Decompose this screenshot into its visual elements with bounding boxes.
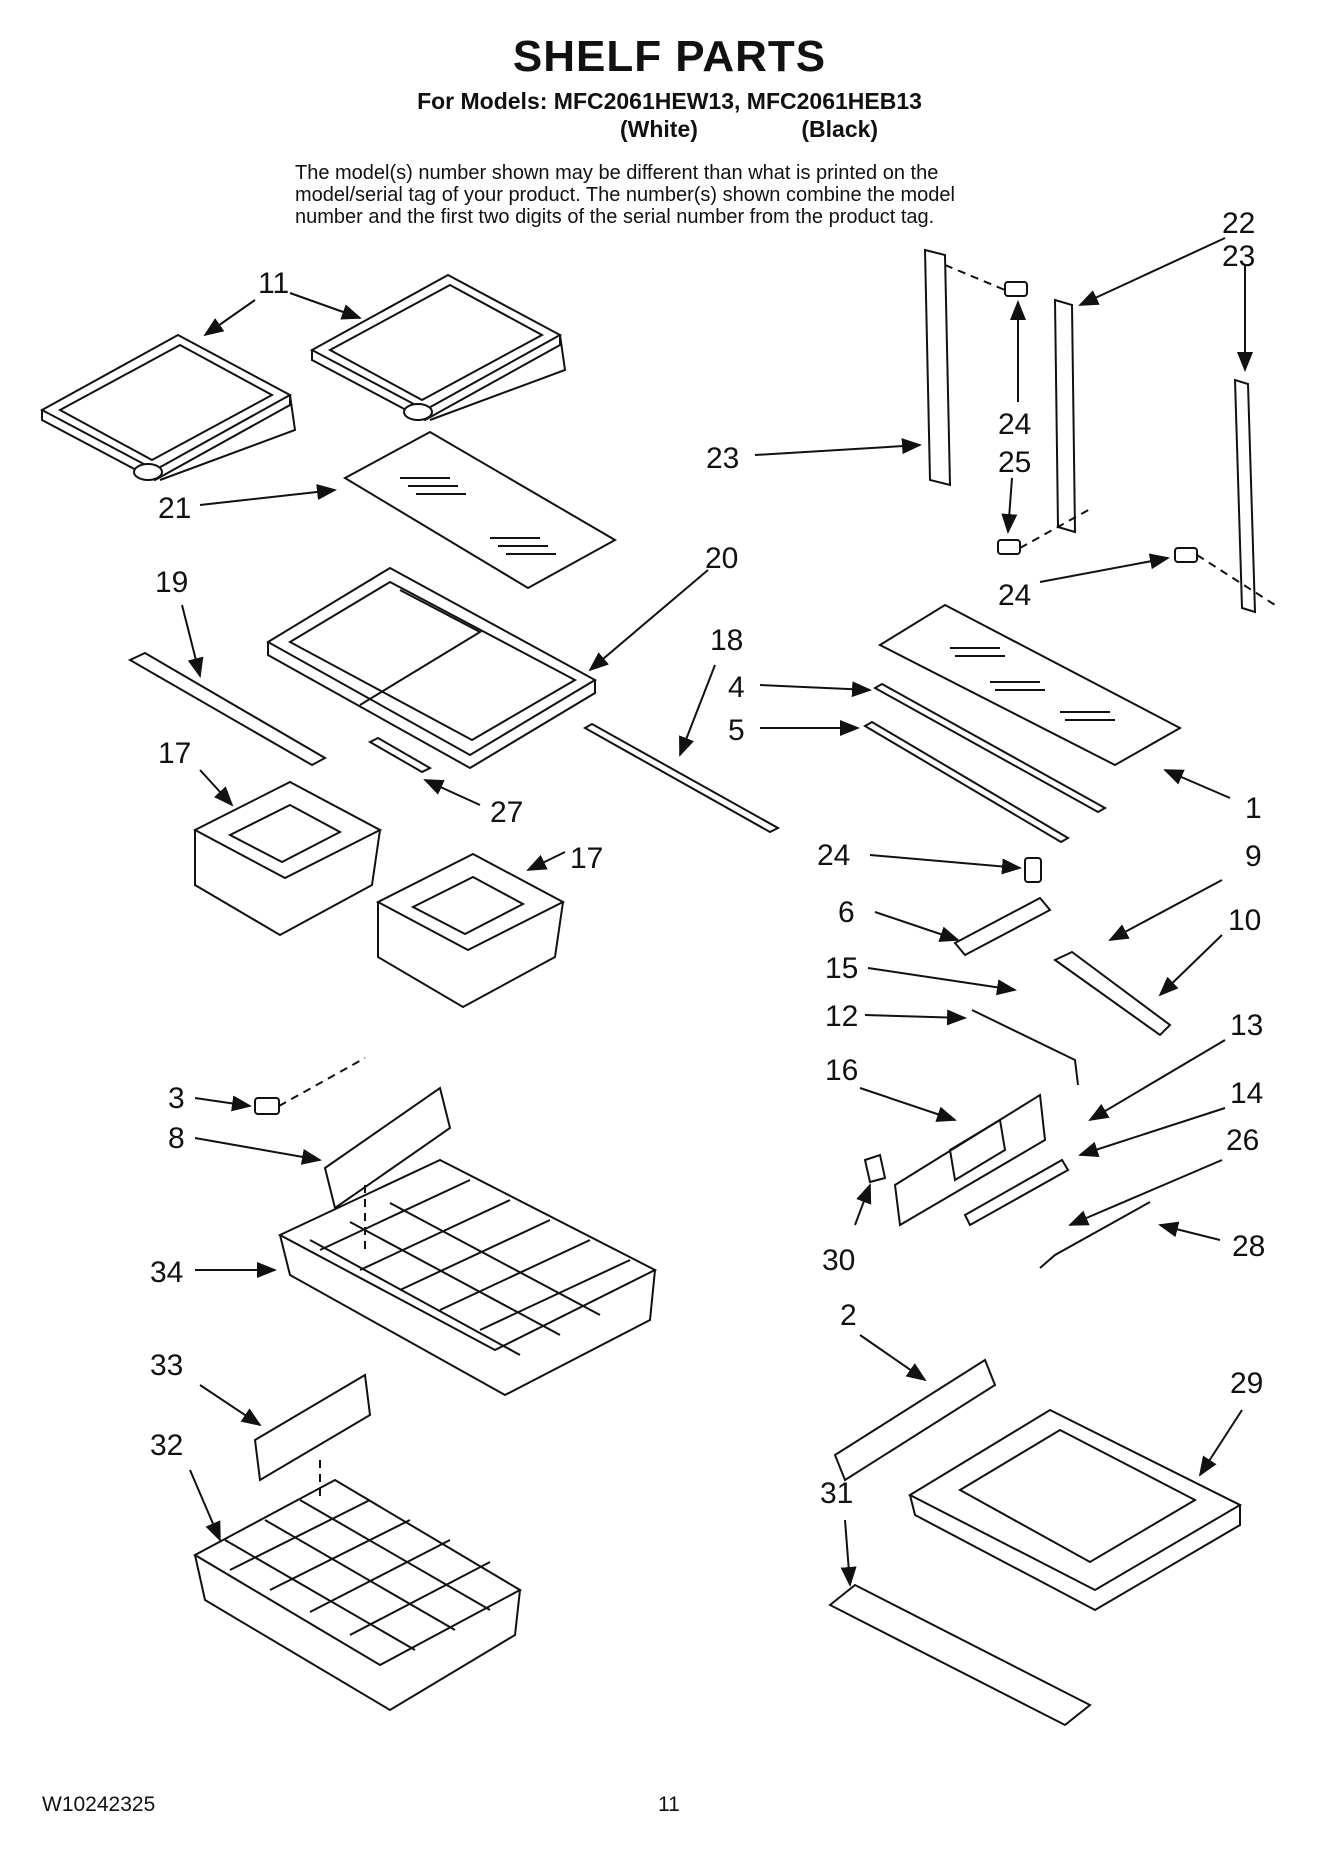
glass-shelf-lower (877, 603, 1183, 767)
callout-24-mid: 24 (817, 839, 850, 872)
callout-22: 22 (1222, 207, 1255, 240)
note-line-2: model/serial tag of your product. The nu… (295, 184, 955, 206)
divider-strip-19 (127, 651, 328, 767)
trim-4 (872, 682, 1108, 814)
strip-26 (963, 1158, 1070, 1227)
callout-3: 3 (168, 1082, 185, 1115)
callout-1: 1 (1245, 792, 1262, 825)
callout-23-right: 23 (1222, 240, 1255, 273)
trim-5 (863, 720, 1070, 844)
page-number: 11 (658, 1793, 680, 1816)
callout-12: 12 (825, 1000, 858, 1033)
wire-12 (971, 1009, 1079, 1086)
screw-24-top (1004, 281, 1028, 297)
callout-18: 18 (710, 624, 743, 657)
callout-33: 33 (150, 1349, 183, 1382)
rail-22 (1053, 298, 1077, 534)
callout-11: 11 (258, 267, 289, 300)
bracket-10 (1053, 950, 1172, 1037)
wire-basket-32 (192, 1478, 523, 1712)
callout-25: 25 (998, 446, 1031, 479)
callout-labels: 11 21 19 20 17 17 27 18 4 5 1 22 23 23 2… (150, 207, 1265, 1510)
crisper-drawer-right (375, 852, 566, 1009)
clip-30 (863, 1153, 887, 1184)
note-line-1: The model(s) number shown may be differe… (295, 162, 939, 184)
callout-26: 26 (1226, 1124, 1259, 1157)
screw-3 (254, 1097, 280, 1115)
note-line-3: number and the first two digits of the s… (295, 206, 935, 228)
callout-21: 21 (158, 492, 191, 525)
callout-19: 19 (155, 566, 188, 599)
clip-27 (367, 736, 433, 774)
model-number-note: The model(s) number shown may be differe… (295, 162, 1095, 228)
glass-shelf-upper (342, 430, 618, 590)
leader-lines (181, 237, 1253, 1587)
callout-24-top: 24 (998, 408, 1031, 441)
color-variants: (White) (Black) (620, 116, 878, 143)
callout-24-right: 24 (998, 579, 1031, 612)
shelf-frame-left (39, 333, 297, 482)
wire-basket-34 (277, 1158, 658, 1397)
screw-24-mid (1024, 857, 1042, 883)
callout-9: 9 (1245, 840, 1262, 873)
rail-23-left (923, 248, 952, 487)
callout-5: 5 (728, 714, 745, 747)
screw-25 (997, 539, 1021, 555)
callout-16: 16 (825, 1054, 858, 1087)
callout-20: 20 (705, 542, 738, 575)
rod-18 (582, 722, 781, 834)
screw-24-right (1174, 547, 1198, 563)
callout-13: 13 (1230, 1009, 1263, 1042)
callout-15: 15 (825, 952, 858, 985)
cable-28 (1039, 1201, 1151, 1269)
callout-17-left: 17 (158, 737, 191, 770)
crisper-cover-frame (266, 566, 598, 770)
bracket-6 (953, 896, 1052, 957)
callout-31: 31 (820, 1477, 853, 1510)
callout-2: 2 (840, 1299, 857, 1332)
callout-10: 10 (1228, 904, 1261, 937)
callout-8: 8 (168, 1122, 185, 1155)
callout-17-right: 17 (570, 842, 603, 875)
page-title: SHELF PARTS (512, 32, 827, 81)
callout-6: 6 (838, 896, 855, 929)
model-numbers: For Models: MFC2061HEW13, MFC2061HEB13 (417, 88, 922, 114)
callout-27: 27 (490, 796, 523, 829)
rail-23-right (1233, 378, 1257, 614)
callout-34: 34 (150, 1256, 183, 1289)
callout-32: 32 (150, 1429, 183, 1462)
divider-33 (253, 1373, 372, 1482)
assembly-lines (278, 264, 1276, 1500)
shelf-frame-right (309, 273, 567, 422)
document-number: W10242325 (42, 1793, 156, 1816)
variant-white: (White) (620, 116, 698, 142)
handle-2 (833, 1358, 997, 1482)
callout-14: 14 (1230, 1077, 1263, 1110)
housing-16 (893, 1093, 1047, 1227)
crisper-drawer-left (192, 780, 383, 937)
callout-23-left: 23 (706, 442, 739, 475)
callout-30: 30 (822, 1244, 855, 1277)
callout-28: 28 (1232, 1230, 1265, 1263)
callout-29: 29 (1230, 1367, 1263, 1400)
variant-black: (Black) (801, 116, 879, 142)
callout-4: 4 (728, 671, 745, 704)
deli-drawer-29 (907, 1408, 1243, 1612)
divider-8 (323, 1086, 452, 1210)
trim-31 (828, 1583, 1092, 1727)
